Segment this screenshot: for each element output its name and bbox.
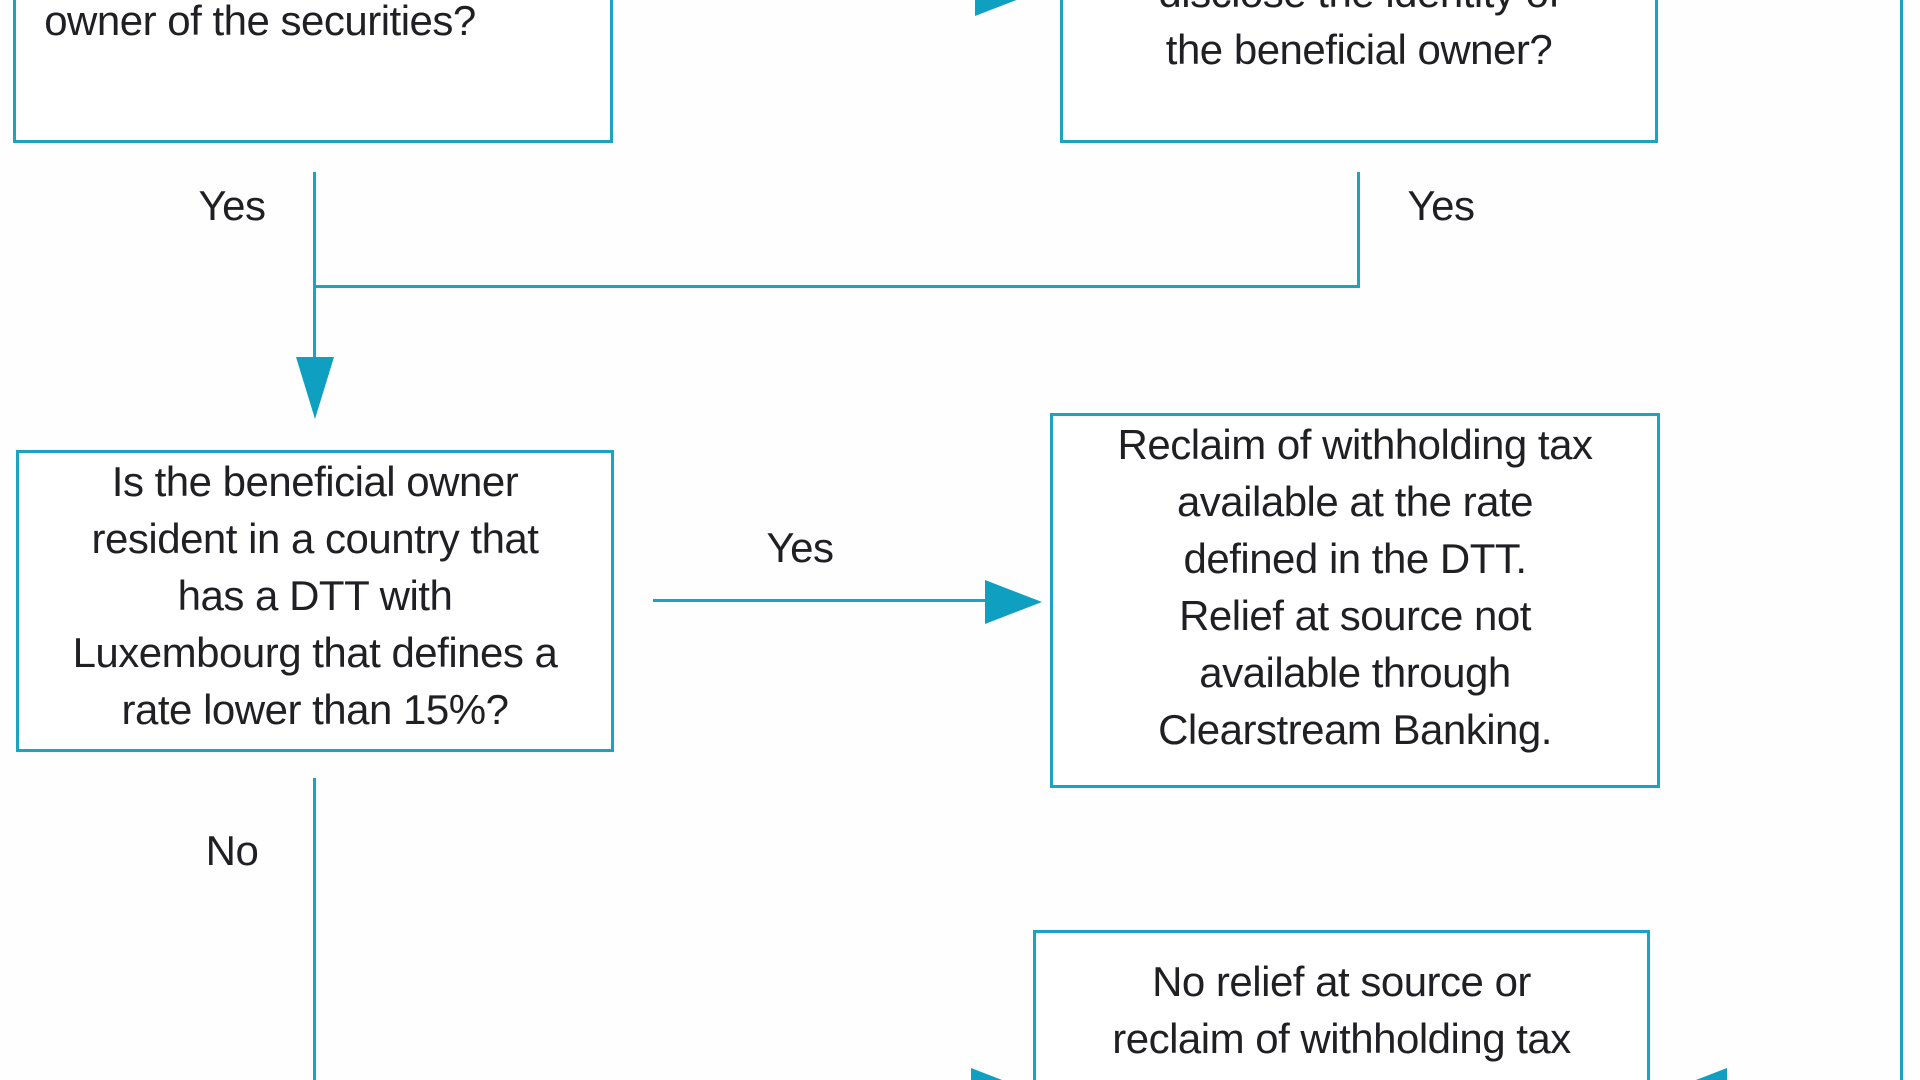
label-yes-left: Yes [198,182,266,229]
box-text-line: Luxembourg that defines a [72,629,558,676]
result-box-mid-right-text: Reclaim of withholding tax available at … [1053,416,1657,758]
decision-box-top-right-text: disclose the identity of the beneficial … [1063,0,1655,78]
arrowhead-into-mid-left-box [296,357,334,419]
arrowhead-into-top-right-box [975,0,1032,16]
connector-vertical-far-right [1900,0,1903,1080]
box-text-line: Is the beneficial owner [111,458,519,505]
result-box-bottom-right: No relief at source or reclaim of withho… [1033,930,1650,1080]
decision-box-top-right: disclose the identity of the beneficial … [1060,0,1658,143]
arrowhead-into-mid-right-box [985,580,1042,624]
box-text-line: has a DTT with [177,572,453,619]
box-text-line: the beneficial owner? [1165,26,1553,73]
box-text-line: Clearstream Banking. [1158,706,1552,753]
box-text-line: Relief at source not [1179,592,1531,639]
box-text-line: disclose the identity of [1063,0,1655,21]
connector-vertical-no [313,778,316,1080]
box-text-line: defined in the DTT. [1183,535,1527,582]
box-text-line: Reclaim of withholding tax [1117,421,1593,468]
arrowhead-into-bottom-right-box-left [971,1068,1028,1080]
decision-box-mid-left: Is the beneficial owner resident in a co… [16,450,614,752]
decision-box-top-left-text: owner of the securities? [0,0,557,49]
arrowhead-into-bottom-right-box-right [1670,1068,1727,1080]
box-text-line: available through [1199,649,1511,696]
result-box-mid-right: Reclaim of withholding tax available at … [1050,413,1660,788]
box-text-line: resident in a country that [91,515,539,562]
connector-horizontal-merge [313,285,1360,288]
connector-vertical-right [1357,172,1360,288]
decision-box-mid-left-text: Is the beneficial owner resident in a co… [19,453,611,738]
connector-horizontal-yes-mid [653,599,987,602]
result-box-bottom-right-text: No relief at source or reclaim of withho… [1036,953,1647,1067]
decision-box-top-left: owner of the securities? [13,0,613,143]
box-text-line: owner of the securities? [44,0,476,44]
label-yes-mid: Yes [766,524,834,571]
label-no-left: No [205,827,259,874]
connector-vertical-left [313,172,316,358]
box-text-line: available at the rate [1176,478,1534,525]
box-text-line: reclaim of withholding tax [1112,1015,1571,1062]
box-text-line: No relief at source or [1152,958,1531,1005]
box-text-line: rate lower than 15%? [121,686,509,733]
label-yes-right: Yes [1407,182,1475,229]
